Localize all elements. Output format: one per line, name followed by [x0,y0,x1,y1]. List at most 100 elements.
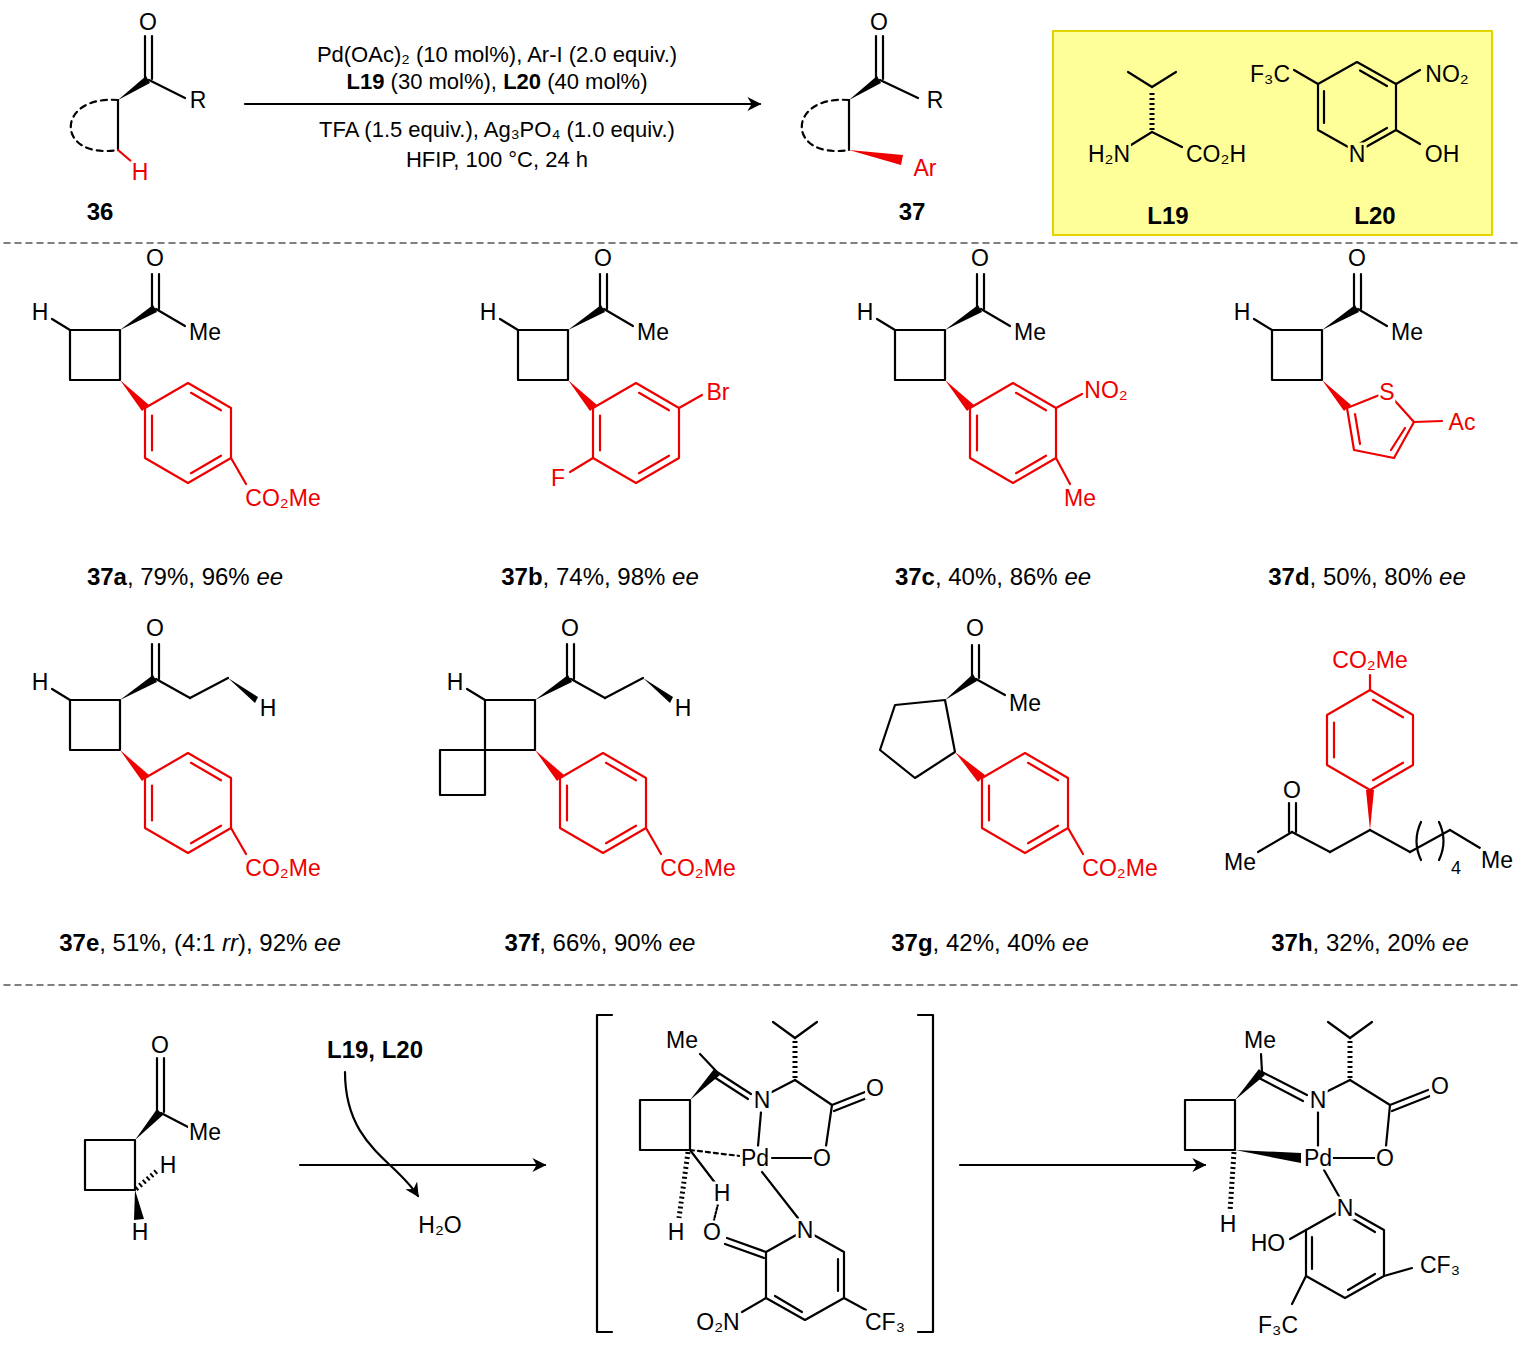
text-run: , 40%, 86% [935,565,1058,589]
atom-label: Ar [913,157,938,180]
italic-unit: ee [1439,565,1466,589]
atom-label: N [1309,1089,1328,1112]
text-run: , 42%, 40% [933,931,1056,955]
atom-label: NO₂ [1424,63,1469,86]
atom-label: H [1233,301,1252,324]
yield-line: 37b, 74%, 98%ee [501,565,699,589]
atom-label: O [869,11,889,34]
atom-label: F [550,467,566,490]
atom-label: O [1282,779,1302,802]
text-run: , 66%, 90% [539,931,662,955]
condition-line: Pd(OAc)₂ (10 mol%), Ar-I (2.0 equiv.) [317,44,677,66]
atom-label: Br [706,381,731,404]
yield-line: 37f, 66%, 90% ee [505,931,696,955]
ligand-box: F₃CNO₂H₂NCO₂HNOHL19L20 [1052,30,1493,236]
atom-label: O₂N [695,1311,740,1334]
atom-label: Pd [1303,1147,1333,1170]
compound-number: L19 [347,71,385,93]
atom-label: O [145,617,165,640]
atom-label: O [593,247,613,270]
text-run: TFA (1.5 equiv.), Ag₃PO₄ (1.0 equiv.) [319,119,675,141]
text-run: , 32%, 20% [1313,931,1436,955]
compound-number: 37f [505,931,540,955]
atom-label: Me [1063,487,1097,510]
atom-label: CO₂Me [244,487,321,510]
atom-label: O [1375,1147,1395,1170]
atom-label: H [1219,1213,1238,1236]
yield-line: 37c, 40%, 86%ee [895,565,1091,589]
compound-number: 37e [59,931,99,955]
text-run: , 79%, 96% [127,565,250,589]
atom-label: OH [1424,143,1461,166]
atom-label: H [259,697,278,720]
atom-label: CO₂Me [659,857,736,880]
atom-label: O [970,247,990,270]
italic-unit: ee [669,931,696,955]
atom-label: H [31,301,50,324]
atom-label: R [189,89,208,112]
text-run: , 51%, (4:1 [99,931,215,955]
italic-unit: ee [256,565,283,589]
condition-line: HFIP, 100 °C, 24 h [406,149,588,171]
atom-label: O [145,247,165,270]
atom-label: H [131,1221,150,1244]
atom-label: Pd [740,1147,770,1170]
text-run: Pd(OAc)₂ (10 mol%), Ar-I (2.0 equiv.) [317,44,677,66]
ligand-number: L20 [1353,204,1396,228]
atom-label: H₂N [1087,143,1131,166]
atom-label: O [812,1147,832,1170]
atom-label: Me [1013,321,1047,344]
atom-label: N [753,1089,772,1112]
yield-line: 37g, 42%, 40%ee [891,931,1089,955]
text-run: , 74%, 98% [543,565,666,589]
compound-number: 37 [898,200,927,224]
text-run: ), 92% [238,931,307,955]
atom-label: Me [188,1121,222,1144]
atom-label: N [1336,1197,1355,1220]
atom-label: O [150,1034,170,1057]
atom-label: NO₂ [1083,379,1128,402]
atom-label: O [138,11,158,34]
atom-label: O [1347,247,1367,270]
atom-label: Me [1243,1029,1277,1052]
ligand-number: L19 [1146,204,1189,228]
atom-label: O [965,617,985,640]
text-run: HFIP, 100 °C, 24 h [406,149,588,171]
atom-label: O [560,617,580,640]
italic-unit: ee [672,565,699,589]
compound-number: L19, L20 [326,1038,424,1062]
atom-label: H [31,671,50,694]
compound-number: 37b [501,565,542,589]
atom-label: F₃C [1257,1314,1299,1337]
atom-label: CF₃ [1419,1254,1461,1277]
atom-label: 4 [1450,859,1462,877]
atom-label: CO₂Me [1081,857,1158,880]
atom-label: H [159,1154,178,1177]
italic-unit: ee [1064,565,1091,589]
yield-line: 37e, 51%, (4:1rr), 92%ee [59,931,341,955]
atom-label: N [796,1219,815,1242]
atom-label: Me [665,1029,699,1052]
atom-label: CO₂Me [1331,649,1408,672]
atom-label: Me [188,321,222,344]
compound-number: 37a [87,565,127,589]
yield-line: 37d, 50%, 80%ee [1268,565,1466,589]
condition-line: L19(30 mol%),L20(40 mol%) [347,71,648,93]
atom-label: F₃C [1249,63,1291,86]
italic-unit: ee [1062,931,1089,955]
atom-label: CO₂Me [244,857,321,880]
atom-label: Ac [1448,411,1477,434]
atom-label: H [479,301,498,324]
atom-label: Me [1008,692,1042,715]
atom-label: H [856,301,875,324]
atom-label: H [446,671,465,694]
compound-number: 37c [895,565,935,589]
atom-label: Me [1390,321,1424,344]
atom-label: S [1378,381,1395,404]
italic-unit: ee [1442,931,1469,955]
italic-unit: rr [222,931,238,955]
atom-label: H₂O [417,1214,462,1237]
atom-label: H [667,1221,686,1244]
atom-label: O [1430,1075,1450,1098]
yield-line: 37a, 79%, 96%ee [87,565,283,589]
